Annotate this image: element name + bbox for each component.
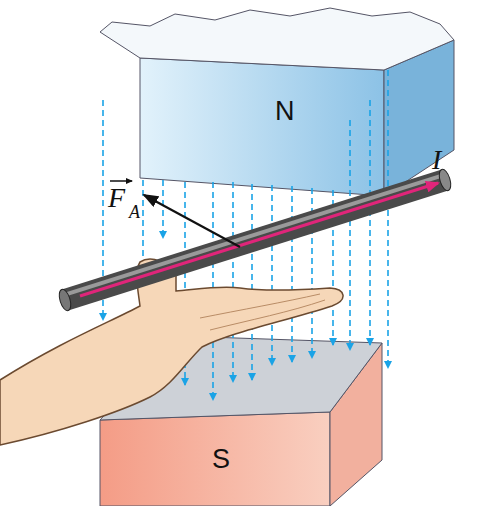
vector-arrow-sign	[110, 180, 132, 182]
rod-end	[57, 288, 73, 312]
pole-letter: S	[212, 446, 230, 473]
magnet-face	[100, 412, 330, 506]
field-line	[349, 120, 351, 350]
pole-letter: N	[275, 98, 295, 125]
field-line	[162, 180, 164, 238]
conductor-rod	[65, 180, 445, 300]
field-line	[291, 186, 293, 362]
field-line	[271, 185, 273, 365]
force-symbol: F	[108, 184, 125, 212]
current-arrow	[80, 183, 438, 296]
finger-lines	[200, 294, 325, 330]
magnet-pole: N	[90, 5, 460, 200]
magnet-face	[140, 58, 384, 196]
force-subscript: A	[129, 203, 140, 221]
rod-highlight	[64, 175, 444, 295]
force-arrow	[144, 195, 240, 247]
current-symbol: I	[432, 146, 441, 174]
field-line	[232, 182, 234, 382]
magnet-face	[100, 8, 454, 70]
magnet-face	[100, 336, 382, 420]
field-line	[387, 70, 389, 368]
